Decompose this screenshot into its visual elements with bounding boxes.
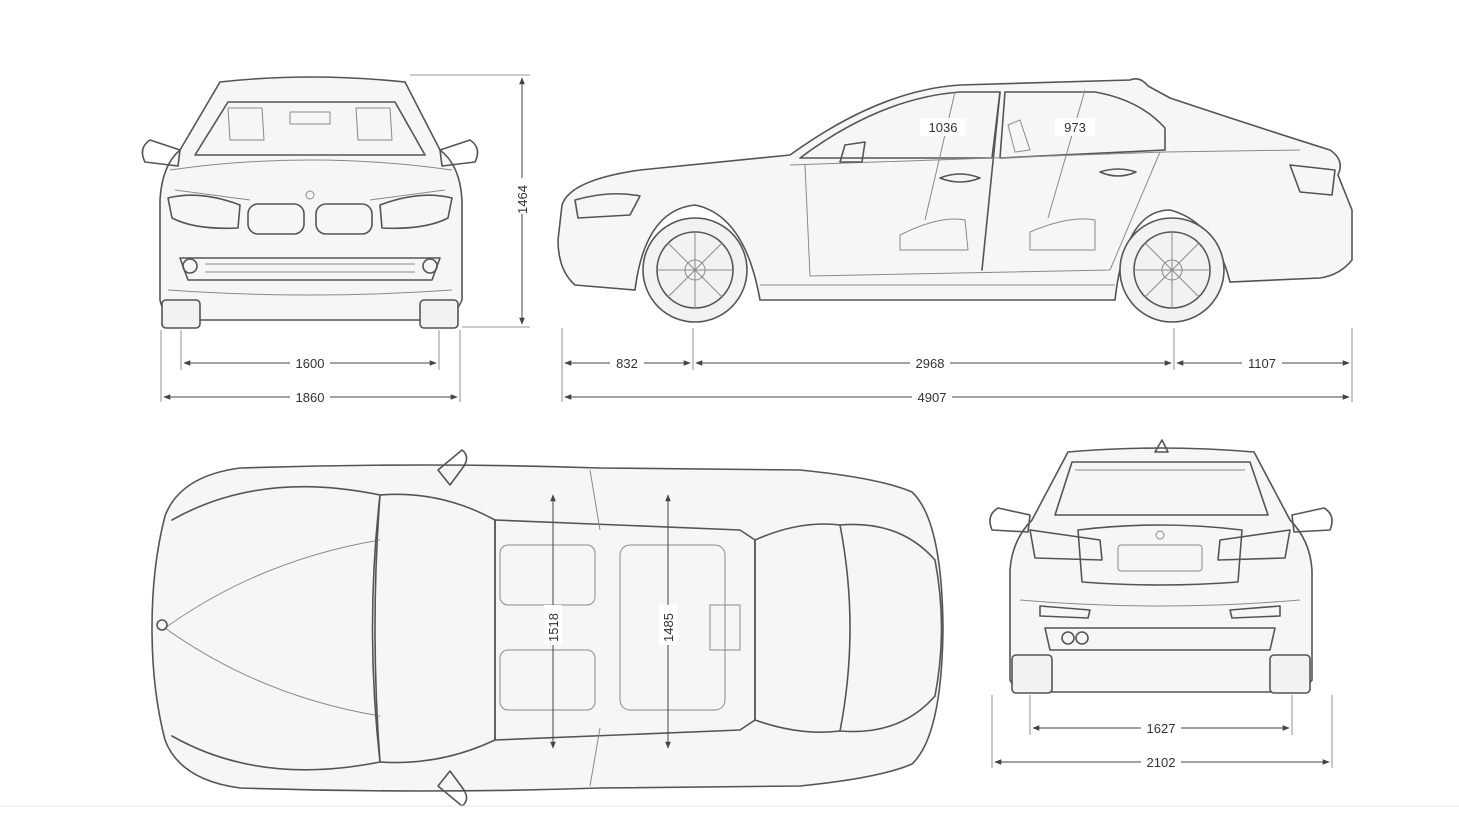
rear-view-drawing [989,439,1333,694]
front-dimensions: 1464 1600 1860 [160,74,532,405]
top-view-drawing [151,449,944,807]
front-height-label: 1464 [515,185,530,214]
front-view-drawing [141,76,479,329]
front-headroom-label: 1036 [929,120,958,135]
width-with-mirrors-label: 2102 [1147,755,1176,770]
front-overhang-label: 832 [616,356,638,371]
front-width-label: 1860 [296,390,325,405]
front-track-label: 1600 [296,356,325,371]
side-dimensions [561,328,1353,405]
length-label: 4907 [918,390,947,405]
rear-headroom-label: 973 [1064,120,1086,135]
rear-track-label: 1627 [1147,721,1176,736]
rear-dimensions [991,695,1333,770]
wheelbase-label: 2968 [916,356,945,371]
rear-overhang-label: 1107 [1248,356,1276,371]
front-shoulder-label: 1518 [546,613,561,642]
side-view-drawing [557,78,1353,323]
rear-shoulder-label: 1485 [661,613,676,642]
